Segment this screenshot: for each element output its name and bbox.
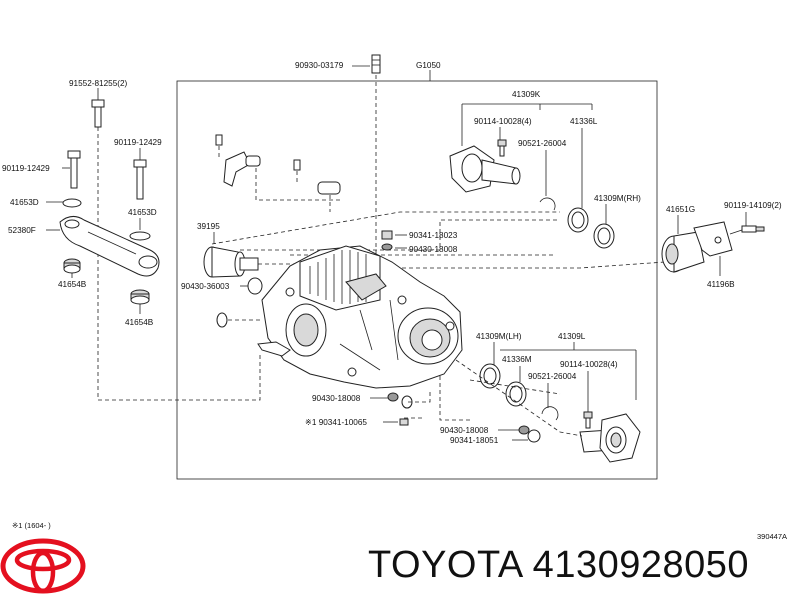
seal-41309m-rh bbox=[593, 223, 615, 249]
plug-90341-10065 bbox=[399, 418, 409, 426]
snap-ring-90521-bottom bbox=[541, 406, 559, 421]
label-41309m-rh: 41309M(RH) bbox=[594, 194, 641, 203]
washer-41653d-left bbox=[62, 198, 82, 208]
label-90114-bottom: 90114-10028(4) bbox=[560, 360, 618, 369]
insulator-41654b-right bbox=[130, 289, 150, 305]
bracket-41196b bbox=[693, 221, 733, 257]
label-91552: 91552-81255(2) bbox=[69, 79, 128, 88]
label-90119-center: 90119-12429 bbox=[114, 138, 162, 147]
transfer-case-assembly bbox=[257, 245, 463, 389]
label-41309k: 41309K bbox=[512, 90, 541, 99]
label-90430-36003: 90430-36003 bbox=[181, 282, 230, 291]
label-41336m: 41336M bbox=[502, 355, 532, 364]
label-52380f: 52380F bbox=[8, 226, 36, 235]
label-90119-left: 90119-12429 bbox=[2, 164, 50, 173]
breather-plug-90930 bbox=[371, 54, 381, 74]
toyota-logo bbox=[0, 538, 86, 594]
label-90430-18008-bottom: 90430-18008 bbox=[440, 426, 489, 435]
label-41309m-lh: 41309M(LH) bbox=[476, 332, 522, 341]
seal-41336m bbox=[505, 381, 527, 407]
label-39195: 39195 bbox=[197, 222, 220, 231]
gasket-90430-36003 bbox=[247, 277, 263, 295]
bolt-90119-14109 bbox=[741, 225, 765, 233]
bolt-90114-bottom bbox=[583, 411, 593, 429]
label-90341-10065: ※1 90341-10065 bbox=[305, 418, 367, 427]
flange-41309k bbox=[449, 145, 521, 193]
label-41651g: 41651G bbox=[666, 205, 695, 214]
flange-41309l bbox=[579, 413, 641, 463]
label-90341-18023: 90341-18023 bbox=[409, 231, 458, 240]
shaft-39195 bbox=[203, 246, 259, 278]
label-41196b: 41196B bbox=[707, 280, 735, 289]
label-41653d-right: 41653D bbox=[128, 208, 157, 217]
label-41309l: 41309L bbox=[558, 332, 586, 341]
label-41336l: 41336L bbox=[570, 117, 598, 126]
fitting-clip-upper bbox=[215, 134, 341, 195]
damper-41651g bbox=[661, 231, 705, 273]
group-code: G1050 bbox=[416, 61, 441, 70]
label-41654b-right: 41654B bbox=[125, 318, 154, 327]
seal-41336l bbox=[567, 207, 589, 233]
bolt-90114-top bbox=[497, 139, 507, 157]
label-90430-18008-mid: 90430-18008 bbox=[312, 394, 361, 403]
washer-41653d-right bbox=[129, 231, 151, 241]
footnote: ※1 (1604- ) bbox=[12, 521, 51, 530]
bolt-90119-center bbox=[133, 159, 147, 200]
seal-41309m-lh bbox=[479, 363, 501, 389]
label-90930: 90930-03179 bbox=[295, 61, 344, 70]
label-90119-14109: 90119-14109(2) bbox=[724, 201, 782, 210]
gasket-90430-18008-bottom bbox=[518, 425, 530, 435]
label-90521-bottom: 90521-26004 bbox=[528, 372, 577, 381]
insulator-41654b-left bbox=[63, 258, 81, 274]
bolt-91552 bbox=[91, 99, 105, 128]
gasket-90430-18008-mid bbox=[387, 392, 399, 402]
label-41654b-left: 41654B bbox=[58, 280, 87, 289]
diagram-code: 390447A bbox=[757, 532, 787, 541]
plug-lower-left bbox=[216, 312, 228, 328]
label-90521-top: 90521-26004 bbox=[518, 139, 567, 148]
snap-ring-90521-top bbox=[539, 197, 556, 211]
gasket-90430-18008-top bbox=[381, 243, 393, 251]
bolt-90119-left bbox=[67, 150, 81, 189]
brand-part-number: TOYOTA 4130928050 bbox=[368, 544, 750, 586]
bracket-52380f bbox=[59, 216, 160, 277]
label-90114-top: 90114-10028(4) bbox=[474, 117, 532, 126]
label-90430-18008-top: 90430-18008 bbox=[409, 245, 458, 254]
plug-90341-18023 bbox=[381, 230, 393, 240]
label-41653d-left: 41653D bbox=[10, 198, 39, 207]
label-90341-18051: 90341-18051 bbox=[450, 436, 499, 445]
group-frame bbox=[176, 80, 658, 480]
plug-90341-18051 bbox=[527, 429, 541, 443]
